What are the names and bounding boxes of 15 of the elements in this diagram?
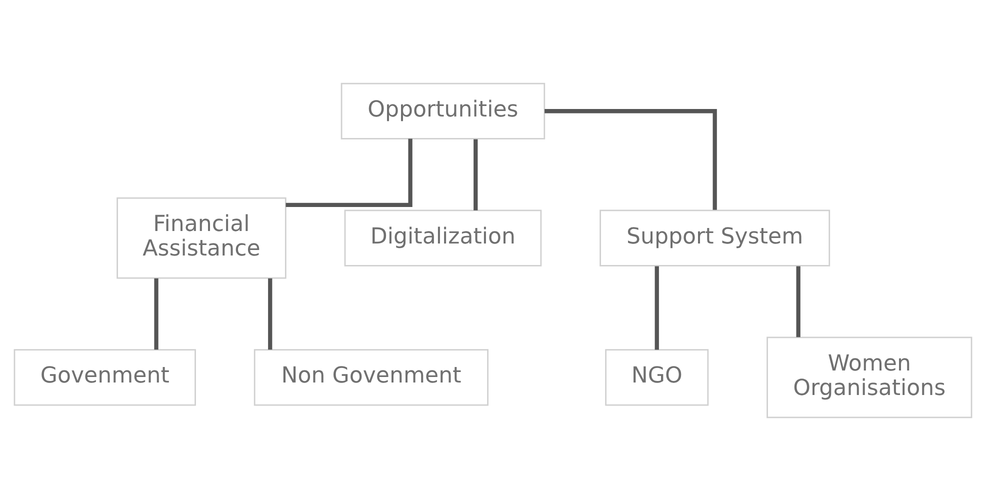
connector (286, 138, 412, 207)
connector (474, 138, 478, 210)
connector (268, 278, 272, 350)
connector (796, 266, 800, 337)
node-box: Opportunities (340, 82, 546, 139)
node-box: Non Govenment (254, 348, 489, 406)
node-box: Women Organisations (766, 336, 972, 418)
connector (154, 278, 158, 350)
node-box: NGO (605, 348, 709, 406)
node-box: Govenment (14, 348, 196, 406)
connector (544, 108, 717, 210)
connector (654, 266, 659, 350)
node-box: Digitalization (344, 209, 542, 266)
node-box: Support System (600, 209, 830, 266)
node-box: Financial Assistance (116, 196, 286, 278)
